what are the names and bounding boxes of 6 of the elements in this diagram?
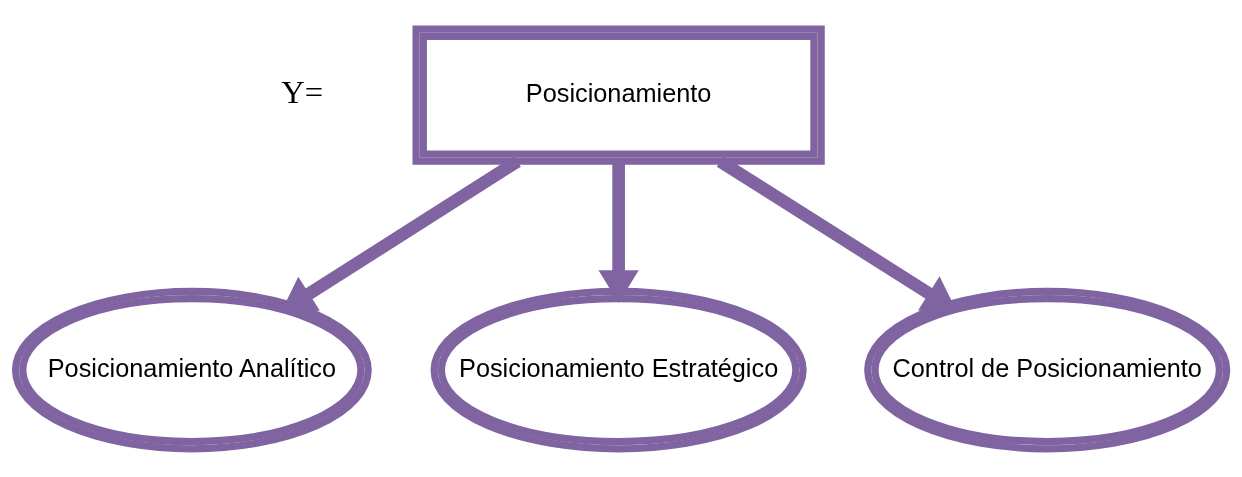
node-ellipse: Control de Posicionamiento [864, 287, 1231, 452]
node-box: Posicionamiento [412, 25, 825, 165]
arrow [716, 155, 957, 311]
node-ellipse: Posicionamiento Analítico [11, 287, 372, 452]
node-label: Y= [281, 73, 324, 110]
node-ellipse: Posicionamiento Estratégico [430, 287, 807, 452]
